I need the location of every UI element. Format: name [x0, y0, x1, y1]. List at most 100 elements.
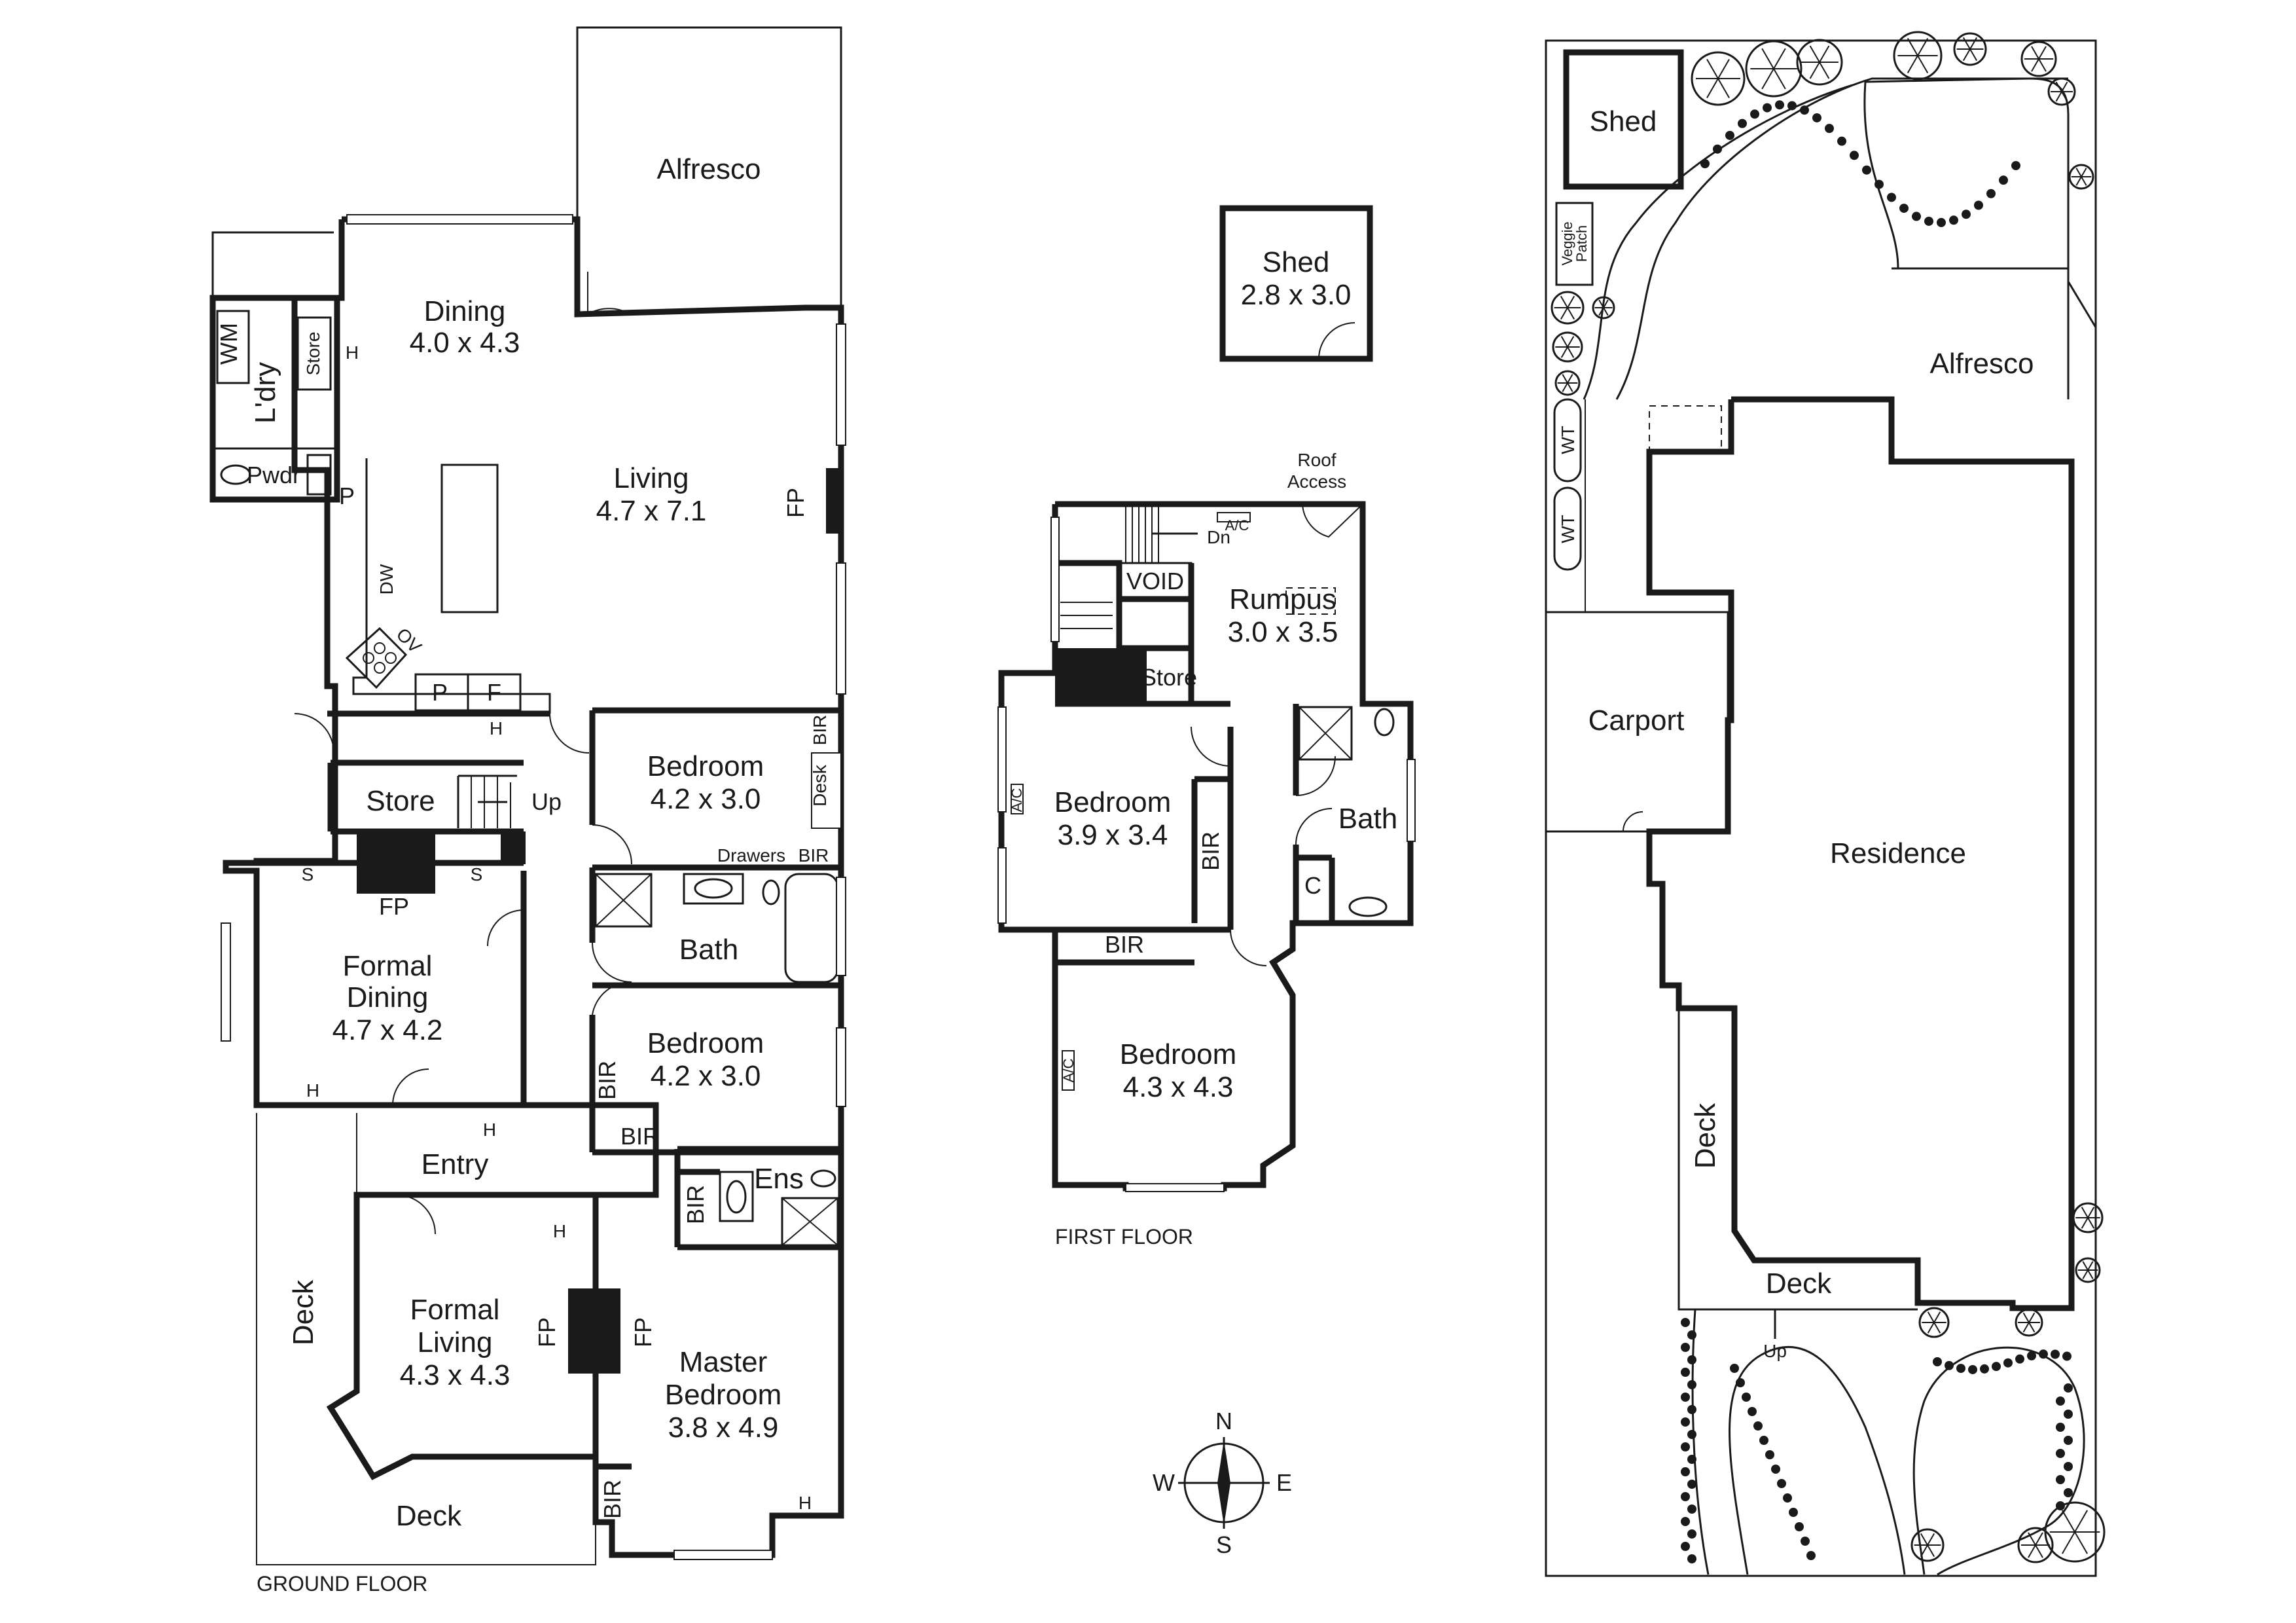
shrub-icon: [1681, 1368, 1690, 1377]
shrub-icon: [1681, 1393, 1690, 1402]
fp-living-label: FP: [782, 488, 809, 518]
toilet-ground: [762, 879, 780, 905]
shrub-icon: [1825, 124, 1834, 134]
tree-icon: [1910, 1528, 1945, 1562]
ground-floor-caption: GROUND FLOOR: [257, 1572, 427, 1596]
formal-living-size: 4.3 x 4.3: [400, 1359, 511, 1391]
laundry-label: L'dry: [249, 362, 281, 424]
formal-dining-size: 4.7 x 4.2: [332, 1014, 443, 1046]
cooktop-burner: [374, 642, 386, 654]
window: [811, 752, 842, 829]
void-solid: [1055, 648, 1147, 704]
dining-size: 4.0 x 4.3: [410, 327, 520, 359]
shrub-icon: [2064, 1436, 2073, 1445]
powder-basin: [306, 454, 332, 496]
shrub-icon: [1681, 1343, 1690, 1352]
shrub-icon: [1874, 179, 1884, 189]
tree-branch: [1920, 1544, 1928, 1558]
deck-front-label: Deck: [396, 1500, 462, 1532]
water-tank-label: WT: [1558, 515, 1578, 543]
dn-label: Dn: [1207, 527, 1230, 547]
water-tank: [1553, 398, 1582, 483]
tree-branch: [1969, 48, 1978, 62]
shrub-icon: [1759, 1436, 1768, 1445]
cooktop-burner: [363, 652, 374, 664]
shrub-icon: [1787, 101, 1797, 111]
fireplace-store: [501, 831, 526, 864]
shrub-icon: [1681, 1542, 1690, 1551]
shrub-icon: [2003, 1358, 2013, 1368]
site-shed: [1563, 49, 1684, 190]
shrub-icon: [1713, 144, 1722, 154]
site-boundary: [1545, 39, 2097, 1577]
shrub-icon: [1763, 103, 1772, 113]
tree-icon: [1552, 331, 1583, 363]
shrub-icon: [1681, 1417, 1690, 1427]
shrub-icon: [1777, 1479, 1786, 1488]
heater-label: H: [553, 1221, 566, 1241]
tree-branch: [1773, 48, 1786, 69]
tree-branch: [2062, 1510, 2075, 1533]
side-deck-outline: [256, 1113, 596, 1565]
washing-machine-box: [216, 310, 250, 384]
tree-branch: [1907, 37, 1918, 56]
shrub-icon: [1968, 1364, 1977, 1374]
tree-branch: [1603, 299, 1609, 308]
tree-branch: [2055, 81, 2062, 92]
window: [997, 847, 1007, 924]
shrub-icon: [1687, 1480, 1696, 1489]
door-swing: [1295, 808, 1333, 845]
tree-icon: [2017, 1527, 2054, 1563]
compass-n: N: [1215, 1408, 1232, 1434]
bir-label: BIR: [620, 1123, 660, 1150]
shrub-icon: [1806, 1551, 1816, 1560]
shrub-icon: [2064, 1410, 2073, 1419]
tree-icon: [2015, 1308, 2043, 1337]
tree-icon: [1554, 370, 1581, 396]
shrub-icon: [2051, 1349, 2060, 1359]
skylight: [1285, 587, 1336, 615]
tree-branch: [1567, 346, 1575, 358]
tree-branch: [2087, 1217, 2095, 1229]
tree-branch: [1809, 45, 1820, 63]
tree-branch: [2022, 1312, 2030, 1323]
tree-branch: [1560, 307, 1568, 320]
tree-branch: [1706, 78, 1719, 98]
s-label: S: [302, 864, 314, 884]
shed-name: Shed: [1263, 246, 1330, 278]
tree-icon: [2020, 41, 2057, 77]
compass-needle: [1217, 1440, 1230, 1525]
site-alfresco-label: Alfresco: [1930, 348, 2034, 380]
tree-branch: [2081, 168, 2087, 177]
tree-branch: [1567, 336, 1575, 348]
shrub-icon: [2015, 1354, 2024, 1364]
tree-branch: [1560, 295, 1568, 308]
ac-unit: [1062, 1050, 1075, 1091]
tree-branch: [2028, 1544, 2036, 1558]
shrub-icon: [1725, 130, 1734, 140]
shrub-icon: [1992, 1362, 2001, 1372]
tree-icon: [2047, 77, 2076, 106]
shrub-icon: [2064, 1462, 2073, 1471]
window: [1050, 517, 1060, 642]
tree-branch: [1598, 299, 1604, 308]
shrub-icon: [1956, 1364, 1965, 1374]
shrub-icon: [1687, 1405, 1696, 1414]
shrub-icon: [1924, 216, 1933, 226]
shrub-icon: [1980, 1364, 1989, 1374]
compass-e: E: [1276, 1469, 1292, 1496]
tree-branch: [1761, 68, 1774, 90]
shrub-icon: [1912, 211, 1921, 221]
shrub-icon: [1986, 189, 1996, 198]
carport-door: [1623, 811, 1643, 832]
tree-branch: [2087, 1261, 2094, 1271]
shrub-icon: [1789, 1508, 1798, 1517]
tree-branch: [1962, 37, 1971, 50]
deck-side-label: Deck: [287, 1279, 319, 1345]
tree-branch: [1562, 382, 1568, 392]
stair-first: [1060, 504, 1198, 629]
tree-branch: [1560, 346, 1568, 358]
bedroom-3-size: 4.2 x 3.0: [651, 1060, 761, 1092]
dining-name: Dining: [424, 295, 506, 327]
